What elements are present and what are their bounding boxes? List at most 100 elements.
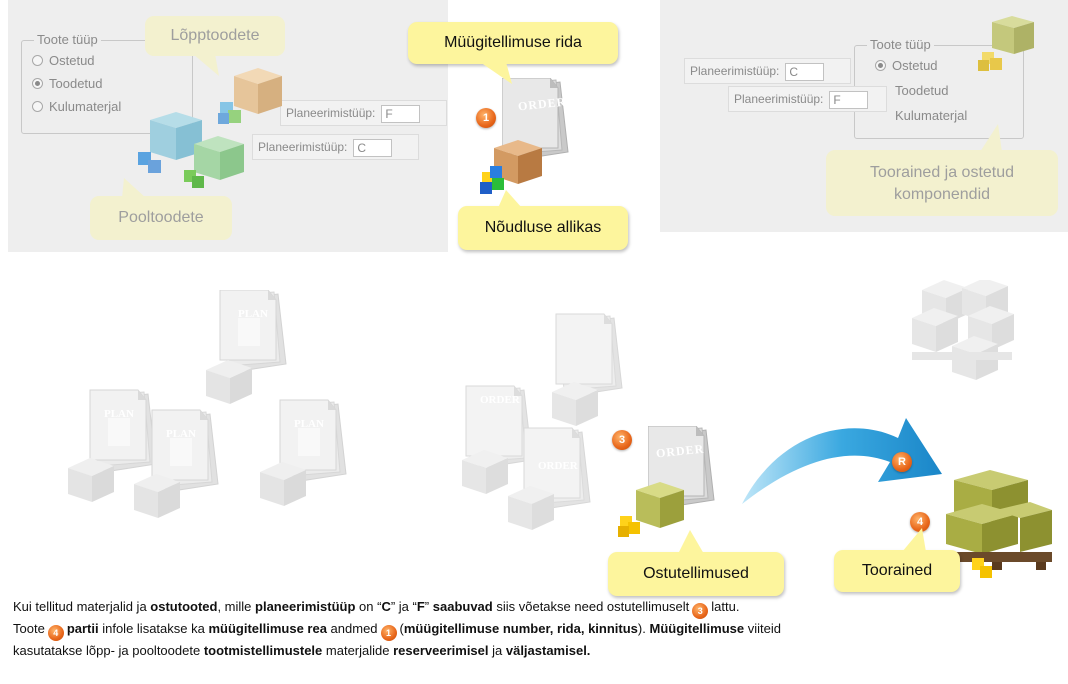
planning-type-value[interactable]: C [785,62,825,81]
sales-order-line-label: Müügitellimuse rida [444,34,582,51]
bubble-pointer [902,528,926,552]
caption-text-part: andmed [326,621,378,636]
caption-text-part: ). [637,621,650,636]
raw-materials-label: Toorained [861,562,933,579]
caption-bold: müügitellimuse number, rida, kinnitus [403,621,638,636]
purchase-orders-label: Ostutellimused [643,565,749,582]
order-label: ORDER [538,460,578,472]
bubble-pointer [678,530,704,554]
product-type-panel: Toote tüüp Ostetud Toodetud Kulumaterjal… [8,0,448,252]
plan-doc-top [219,290,287,373]
caption-bold: saabuvad [432,599,493,614]
caption-bold: Müügitellimuse [649,621,745,636]
caption-text-part: infole lisatakse ka [98,621,209,636]
plan-crate-right [260,462,306,506]
semi-finished-label: Pooltoodete [118,209,204,226]
caption-text-part: viiteid [744,621,781,636]
plan-label: PLAN [294,418,324,430]
plan-doc-right [279,399,347,483]
faded-order-crate [462,450,508,494]
inline-badge-3: 3 [692,603,709,619]
radio-ostetud[interactable]: Ostetud [32,53,95,68]
caption-bold: F [416,599,425,614]
semi-finished-bubble: Pooltoodete [90,196,232,240]
caption-bold: ostutooted [150,599,218,614]
order-boxes-icon [480,140,542,194]
caption-text-part: materjalide [322,643,394,658]
plans-group [68,290,347,518]
planning-type-value[interactable]: F [381,104,421,123]
radio-dot [32,55,43,66]
badge-3: 3 [612,430,632,450]
semi-finished-boxes-icon [138,112,244,188]
caption-text-part: Kui tellitud materjalid ja [13,599,151,614]
order-label: ORDER [480,394,520,406]
radio-label: Ostetud [49,53,95,68]
caption-text-part: Toote [13,621,45,636]
demand-source-bubble: Nõudluse allikas [458,206,628,250]
radio-dot [32,101,43,112]
planning-type-field-c: Planeerimistüüp: C [684,58,851,84]
radio-label: Toodetud [895,83,949,98]
radio-kulumaterjal[interactable]: Kulumaterjal [32,99,121,114]
radio-dot-selected [875,60,886,71]
planning-type-field-c: Planeerimistüüp: C [252,134,419,160]
planning-type-label: Planeerimistüüp: [286,106,376,120]
finished-goods-bubble: Lõpptoodete [145,16,285,56]
bubble-pointer [498,190,522,208]
plan-crate-top [206,360,252,404]
purchase-orders-bubble: Ostutellimused [608,552,784,596]
planning-type-value[interactable]: F [829,90,869,109]
raw-and-purchased-bubble: Toorained ja ostetud komponendid [826,150,1058,216]
demand-source-label: Nõudluse allikas [484,219,602,236]
radio-label: Kulumaterjal [895,108,968,123]
faded-order-crate [508,486,554,530]
group-title: Toote tüüp [34,32,101,47]
raw-and-purchased-label: Toorained ja ostetud komponendid [869,164,1015,203]
radio-toodetud[interactable]: Toodetud [895,83,949,98]
planning-type-value[interactable]: C [353,138,393,157]
plan-label: PLAN [238,308,268,320]
caption-text-part: ” ja “ [390,599,417,614]
finished-goods-label: Lõpptoodete [170,27,260,44]
faded-order-crate [552,382,598,426]
plan-label: PLAN [104,408,134,420]
caption-text-part: kasutatakse lõpp- ja pooltoodete [13,643,204,658]
raw-materials-panel: Toote tüüp Ostetud Toodetud Kulumaterjal… [660,0,1068,232]
bubble-pointer [122,178,146,198]
planning-type-field-f: Planeerimistüüp: F [280,100,447,126]
reserve-arrow-icon [742,418,942,504]
group-title: Toote tüüp [867,37,934,52]
caption-bold: väljastamisel. [505,643,591,658]
inline-badge-1: 1 [380,625,397,641]
radio-dot-selected [32,78,43,89]
caption-line-3: kasutatakse lõpp- ja pooltoodete tootmis… [13,641,1058,661]
radio-ostetud[interactable]: Ostetud [875,58,938,73]
finished-goods-boxes-icon [218,68,282,124]
caption-bold: müügitellimuse rea [208,621,327,636]
raw-materials-bubble: Toorained [834,550,960,592]
faded-order-doc [555,313,623,397]
badge-r: R [892,452,912,472]
plan-crate-left [68,458,114,502]
caption-text-part: , mille [217,599,256,614]
caption-text-part: lattu. [711,599,740,614]
planning-type-field-f: Planeerimistüüp: F [728,86,887,112]
radio-kulumaterjal[interactable]: Kulumaterjal [895,108,967,123]
planning-type-label: Planeerimistüüp: [690,64,780,78]
caption-bold: partii [66,621,99,636]
caption-bold: tootmistellimustele [203,643,323,658]
demand-source-panel: ORDER 1 Müügitellimuse rida Nõudluse all… [408,0,658,252]
bubble-pointer [193,54,219,76]
caption-text-part: on “ [355,599,382,614]
bubble-pointer [980,124,1002,152]
faded-orders-group [462,313,623,530]
raw-materials-crate-icon [978,16,1034,71]
plan-doc-mid [151,409,219,493]
plan-label: PLAN [166,428,196,440]
raw-materials-warehouse-icon [940,470,1052,578]
planning-type-label: Planeerimistüüp: [258,140,348,154]
radio-toodetud[interactable]: Toodetud [32,76,103,91]
plan-crate-mid [134,474,180,518]
planning-type-label: Planeerimistüüp: [734,92,824,106]
